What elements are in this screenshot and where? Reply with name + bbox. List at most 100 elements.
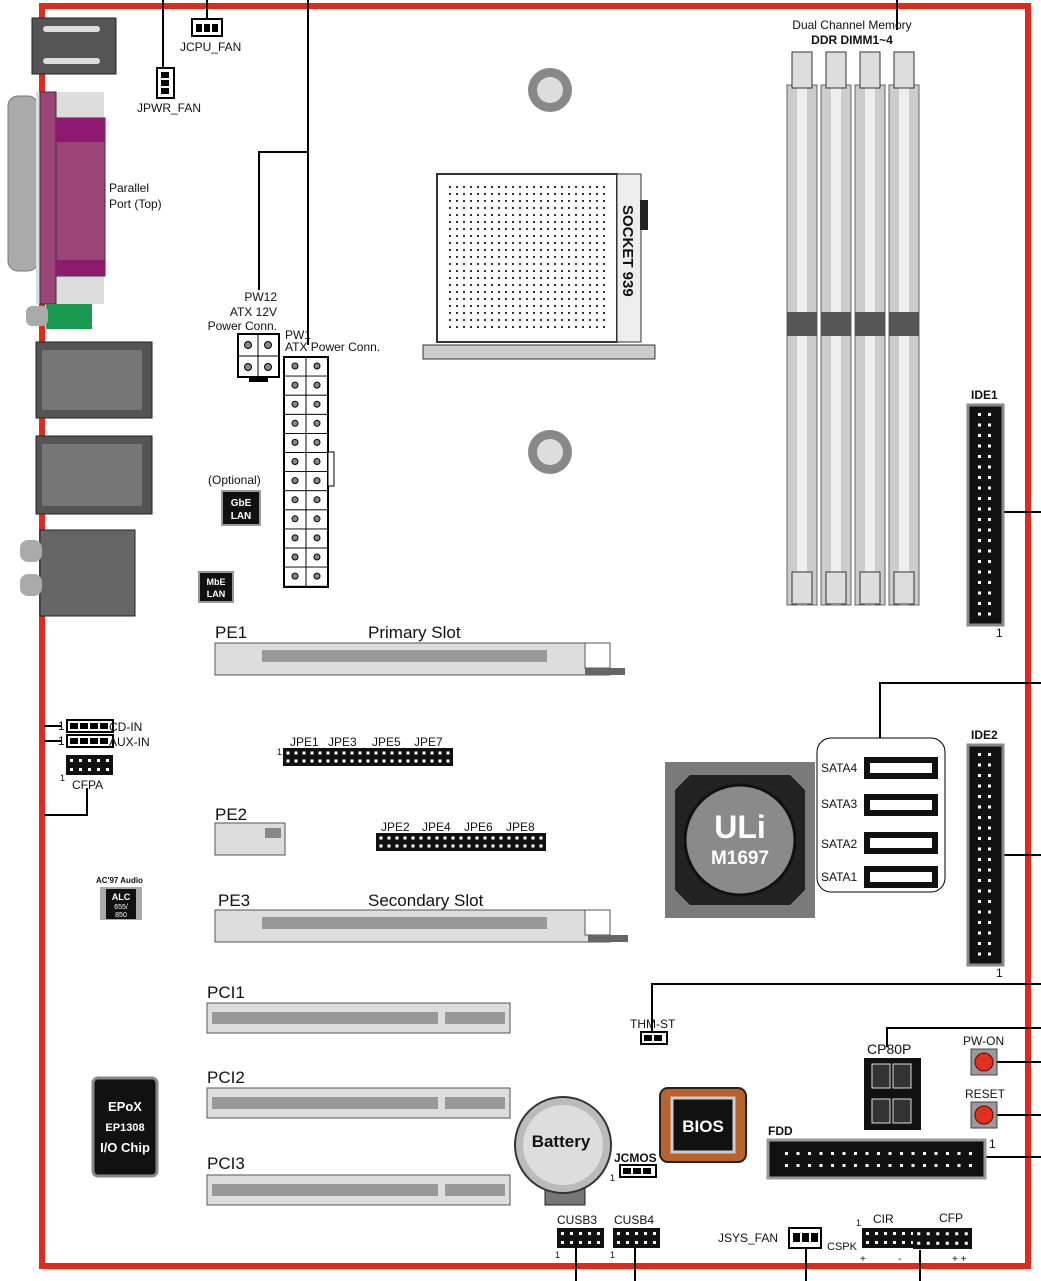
gbe-lan-chip	[221, 490, 261, 526]
battery-label: Battery	[532, 1132, 591, 1151]
cusb3-header	[557, 1228, 604, 1248]
socket-label: SOCKET 939	[619, 205, 636, 297]
aux-in-pin1: 1	[58, 734, 65, 748]
jcmos-label: JCMOS	[614, 1151, 657, 1165]
pw12-sublabel: ATX 12V	[230, 305, 277, 319]
audio-jack-stack	[20, 529, 136, 617]
jpe-top-pin1: 1	[277, 747, 282, 757]
pe1-slot	[214, 642, 625, 676]
alc-model-2: 850	[115, 912, 127, 919]
cspk-pin1: 1	[856, 1218, 861, 1228]
bios-label: BIOS	[682, 1117, 724, 1136]
pci2-slot	[206, 1087, 511, 1119]
reset-label: RESET	[965, 1087, 1006, 1101]
pe1-label: PE1	[215, 623, 247, 642]
parallel-label-1: Parallel	[109, 181, 149, 195]
io-chip-label: I/O Chip	[100, 1140, 150, 1155]
cusb4-label: CUSB4	[614, 1213, 654, 1227]
cd-in-pin1: 1	[58, 719, 65, 733]
jcmos-pin1: 1	[610, 1173, 615, 1183]
pci1-label: PCI1	[207, 983, 245, 1002]
parallel-label-2: Port (Top)	[109, 197, 162, 211]
board-outline	[39, 3, 1031, 1269]
sata2-label: SATA2	[821, 837, 858, 851]
pe2-label: PE2	[215, 805, 247, 824]
cfpa-pin1: 1	[60, 773, 65, 783]
pin-headers	[66, 719, 972, 1249]
cusb4-pin1: 1	[610, 1250, 615, 1260]
sata-connectors	[864, 757, 938, 888]
sata3-label: SATA3	[821, 797, 858, 811]
ide1-pin1: 1	[996, 626, 1003, 640]
pci3-slot	[206, 1174, 511, 1206]
ide2-label: IDE2	[971, 728, 998, 742]
pci1-slot	[206, 1002, 511, 1034]
epox-model-label: EP1308	[105, 1122, 144, 1134]
cir-cspk-header	[862, 1228, 918, 1248]
cpu-socket	[422, 173, 656, 360]
mbe-label: MbE	[207, 577, 226, 587]
usb-stack-2	[35, 435, 153, 515]
jpe4-label: JPE4	[422, 820, 451, 834]
jpe3-label: JPE3	[328, 735, 357, 749]
mounting-hole-top	[528, 68, 572, 112]
dimm-label: DDR DIMM1~4	[811, 33, 893, 47]
pci2-label: PCI2	[207, 1068, 245, 1087]
gbe-label: GbE	[231, 498, 252, 509]
pw1-sublabel: ATX Power Conn.	[285, 340, 380, 354]
uli-chipset	[665, 762, 815, 918]
bios-chip	[659, 1087, 747, 1163]
jcpu-fan-header	[191, 18, 223, 37]
memory-label: Dual Channel Memory	[792, 18, 911, 32]
fdd-label: FDD	[768, 1124, 793, 1138]
optional-label: (Optional)	[208, 473, 261, 487]
mbe-lan-label: LAN	[207, 589, 226, 599]
dimm-slots	[786, 51, 920, 606]
jpe6-label: JPE6	[464, 820, 493, 834]
pw12-connector	[237, 333, 280, 382]
primary-slot-label: Primary Slot	[368, 623, 461, 642]
pe3-slot	[214, 909, 628, 943]
aux-in-label: AUX-IN	[109, 735, 150, 749]
pw-on-label: PW-ON	[963, 1034, 1004, 1048]
battery	[514, 1096, 612, 1206]
secondary-slot-label: Secondary Slot	[368, 891, 484, 910]
mounting-hole-bottom	[528, 430, 572, 474]
cfp-plus: + +	[952, 1254, 967, 1265]
jpe7-label: JPE7	[414, 735, 443, 749]
pe3-label: PE3	[218, 891, 250, 910]
ide2-pin1: 1	[996, 966, 1003, 980]
uli-model-label: M1697	[711, 848, 769, 869]
pe2-slot	[214, 822, 286, 856]
jcpu-fan-label: JCPU_FAN	[180, 40, 241, 54]
jpe1-label: JPE1	[290, 735, 319, 749]
jpe8-label: JPE8	[506, 820, 535, 834]
callout-lines	[44, 0, 1041, 1281]
cp80p-label: CP80P	[867, 1041, 911, 1057]
cusb4-header	[613, 1228, 660, 1248]
jsys-fan-label: JSYS_FAN	[718, 1231, 778, 1245]
mbe-lan-chip	[198, 571, 234, 603]
cspk-label: CSPK	[827, 1241, 858, 1253]
jpe-even-header	[376, 833, 546, 851]
cfp-header	[913, 1228, 972, 1249]
cir-label: CIR	[873, 1212, 894, 1226]
cusb3-pin1: 1	[555, 1250, 560, 1260]
ac97-label: AC'97 Audio	[96, 876, 143, 885]
ide1-label: IDE1	[971, 388, 998, 402]
parallel-port	[7, 91, 106, 329]
lan-usb-stack-1	[35, 341, 153, 419]
uli-label: ULi	[714, 809, 766, 845]
jpwr-fan-header	[156, 67, 175, 99]
pw1-label: PW1	[285, 328, 311, 342]
cspk-minus: -	[898, 1254, 901, 1265]
cd-in-label: CD-IN	[109, 720, 142, 734]
gbe-lan-label: LAN	[231, 511, 252, 522]
ac97-codec-chip	[100, 887, 142, 920]
pw1-connector	[283, 356, 335, 588]
labels: JCPU_FAN JPWR_FAN Parallel Port (Top) PW…	[58, 18, 1006, 1265]
cfpa-header	[66, 755, 113, 775]
power-on-button	[970, 1048, 998, 1076]
io-chip	[91, 1076, 159, 1178]
